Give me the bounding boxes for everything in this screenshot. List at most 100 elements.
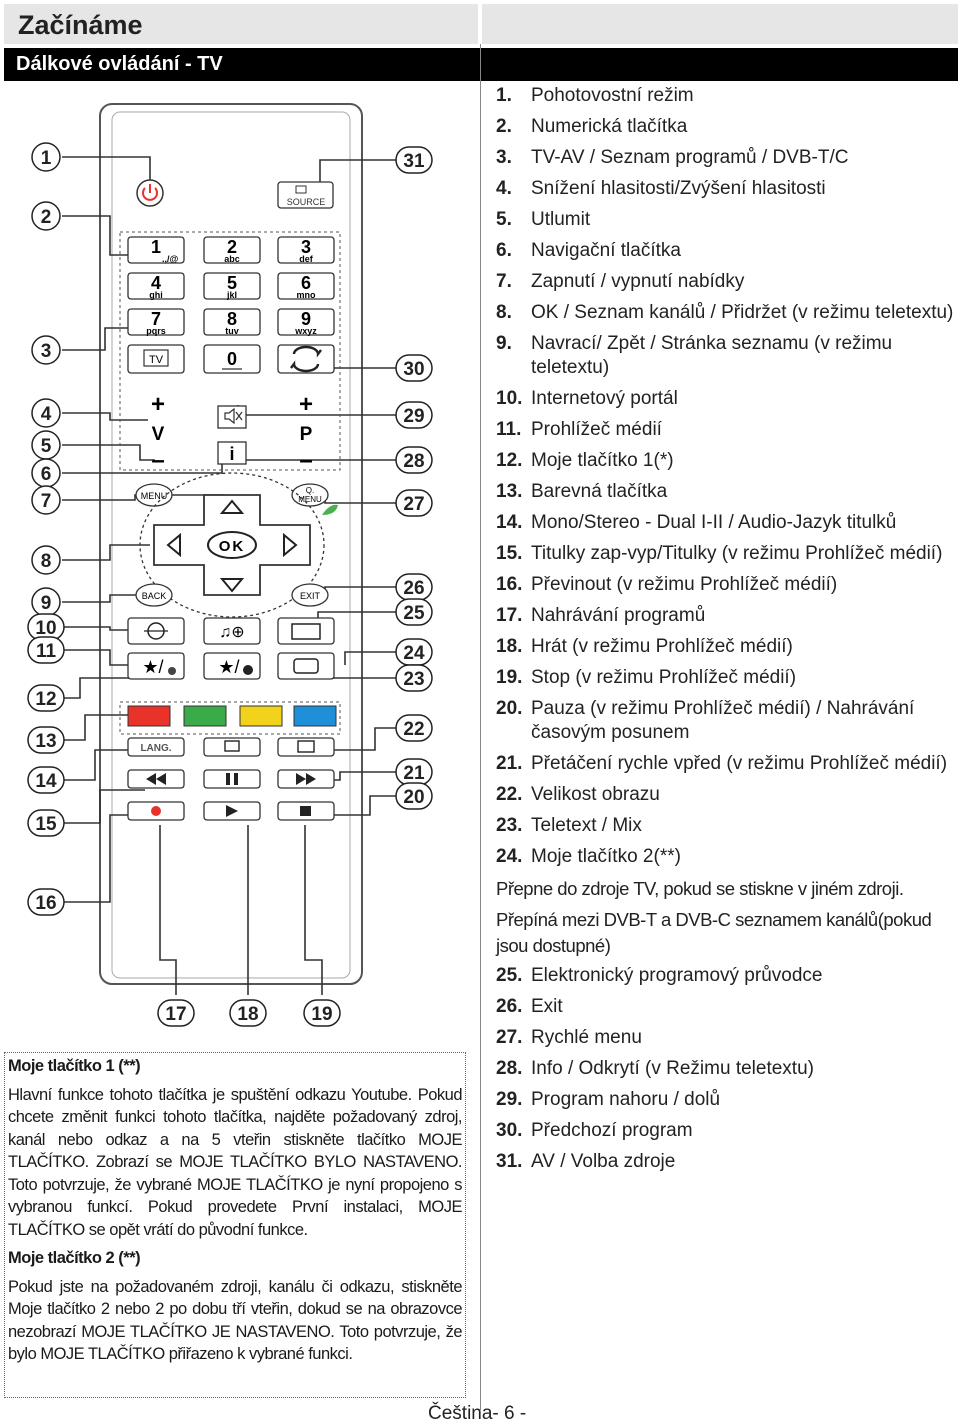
svg-text:27: 27 — [403, 494, 424, 515]
svg-text:2: 2 — [41, 207, 52, 228]
info-button[interactable]: i — [217, 441, 247, 465]
record-button[interactable] — [127, 801, 185, 821]
svg-text:17: 17 — [165, 1004, 186, 1025]
menu-button[interactable]: MENU — [135, 483, 173, 507]
svg-text:9: 9 — [41, 593, 52, 614]
callout-1: 1 — [31, 142, 61, 172]
legend-item-text: Snížení hlasitosti/Zvýšení hlasitosti — [531, 178, 826, 199]
legend-item: 5.Utlumit — [496, 208, 958, 232]
svg-text:mno: mno — [297, 290, 317, 300]
legend-item: 27.Rychlé menu — [496, 1026, 958, 1050]
pause-icon — [234, 773, 238, 785]
legend-item-number: 11. — [496, 419, 522, 440]
blue-button[interactable] — [293, 705, 337, 727]
digit-button-1[interactable]: 1.,/@ — [127, 236, 185, 264]
legend-item-number: 15. — [496, 543, 523, 564]
tv-icon — [143, 349, 169, 367]
svg-text:7: 7 — [151, 309, 161, 329]
my-button-2[interactable]: ★/ — [203, 652, 261, 680]
back-button[interactable]: BACK — [135, 583, 173, 607]
mute-button[interactable] — [217, 405, 247, 429]
svg-text:pqrs: pqrs — [146, 326, 166, 336]
stop-button[interactable] — [277, 801, 335, 821]
callout-3: 3 — [31, 335, 61, 365]
program-rocker[interactable]: + P – — [299, 391, 313, 474]
ok-button[interactable]: OK — [207, 531, 257, 559]
legend-item: 2.Numerická tlačítka — [496, 115, 958, 139]
lang-button[interactable]: LANG. — [127, 737, 185, 757]
exit-button[interactable]: EXIT — [291, 583, 329, 607]
svg-text:OK: OK — [219, 538, 246, 555]
swap-button[interactable] — [277, 344, 335, 374]
legend-item-text: Prohlížeč médií — [531, 419, 662, 440]
pause-button[interactable] — [203, 769, 261, 789]
callout-18: 18 — [229, 999, 267, 1027]
svg-text:24: 24 — [403, 643, 425, 664]
internet-portal-button[interactable] — [127, 617, 185, 645]
legend-item-number: 10. — [496, 388, 523, 409]
legend-item-text: Moje tlačítko 2(**) — [531, 846, 681, 867]
legend-item: 31.AV / Volba zdroje — [496, 1150, 958, 1174]
svg-text:20: 20 — [403, 787, 424, 808]
callout-13: 13 — [27, 726, 65, 754]
subtitles-icon — [224, 740, 240, 752]
callout-28: 28 — [395, 446, 433, 474]
legend-item-number: 2. — [496, 116, 512, 137]
legend-item-number: 3. — [496, 147, 512, 168]
legend-item-number: 19. — [496, 667, 523, 688]
svg-text:21: 21 — [403, 763, 425, 784]
green-button[interactable] — [183, 705, 227, 727]
source-button[interactable]: SOURCE — [277, 181, 334, 209]
svg-text:11: 11 — [36, 641, 57, 662]
legend-item-number: 16. — [496, 574, 523, 595]
legend-item: 1.Pohotovostní režim — [496, 84, 958, 108]
standby-button[interactable] — [136, 179, 164, 207]
legend-item-number: 28. — [496, 1058, 523, 1079]
legend-item-text: Stop (v režimu Prohlížeč médií) — [531, 667, 797, 688]
volume-rocker[interactable]: + V – — [151, 391, 165, 474]
legend-item-text: Rychlé menu — [531, 1027, 642, 1048]
power-icon — [142, 187, 158, 201]
play-button[interactable] — [203, 801, 261, 821]
my-button-notes: Moje tlačítko 1 (**) Hlavní funkce tohot… — [4, 1052, 466, 1398]
legend-item-text: Info / Odkrytí (v Režimu teletextu) — [531, 1058, 814, 1079]
legend-item: 23.Teletext / Mix — [496, 814, 958, 838]
rewind-button[interactable] — [127, 769, 185, 789]
legend-item-text: Moje tlačítko 1(*) — [531, 450, 674, 471]
callout-6: 6 — [31, 458, 61, 488]
epg-button[interactable] — [277, 617, 335, 645]
media-browser-button[interactable]: ♫⊕ — [203, 617, 261, 645]
fast-forward-button[interactable] — [277, 769, 335, 789]
note-2-text: Pokud jste na požadovaném zdroji, kanálu… — [8, 1277, 463, 1364]
svg-text:BACK: BACK — [142, 591, 167, 601]
svg-text:6: 6 — [301, 273, 311, 293]
digit-button-0[interactable]: 0 — [203, 344, 261, 374]
my-button-1[interactable]: ★/ — [127, 652, 185, 680]
picture-size-button[interactable] — [277, 737, 335, 757]
svg-text:ghi: ghi — [149, 290, 163, 300]
teletext-button[interactable] — [277, 652, 335, 680]
subtitles-button[interactable] — [203, 737, 261, 757]
legend-item-text: Předchozí program — [531, 1120, 693, 1141]
legend-item-number: 22. — [496, 784, 523, 805]
callout-8: 8 — [31, 545, 61, 575]
svg-text:3: 3 — [301, 237, 311, 257]
red-button[interactable] — [127, 705, 171, 727]
legend-item-number: 23. — [496, 815, 523, 836]
legend-item-number: 26. — [496, 996, 523, 1017]
tv-button[interactable]: TV — [127, 344, 185, 374]
legend-item-text: Titulky zap-vyp/Titulky (v režimu Prohlí… — [531, 543, 943, 564]
svg-text:SOURCE: SOURCE — [287, 197, 326, 207]
yellow-button[interactable] — [239, 705, 283, 727]
svg-text:5: 5 — [227, 273, 237, 293]
epg-icon — [291, 623, 321, 640]
